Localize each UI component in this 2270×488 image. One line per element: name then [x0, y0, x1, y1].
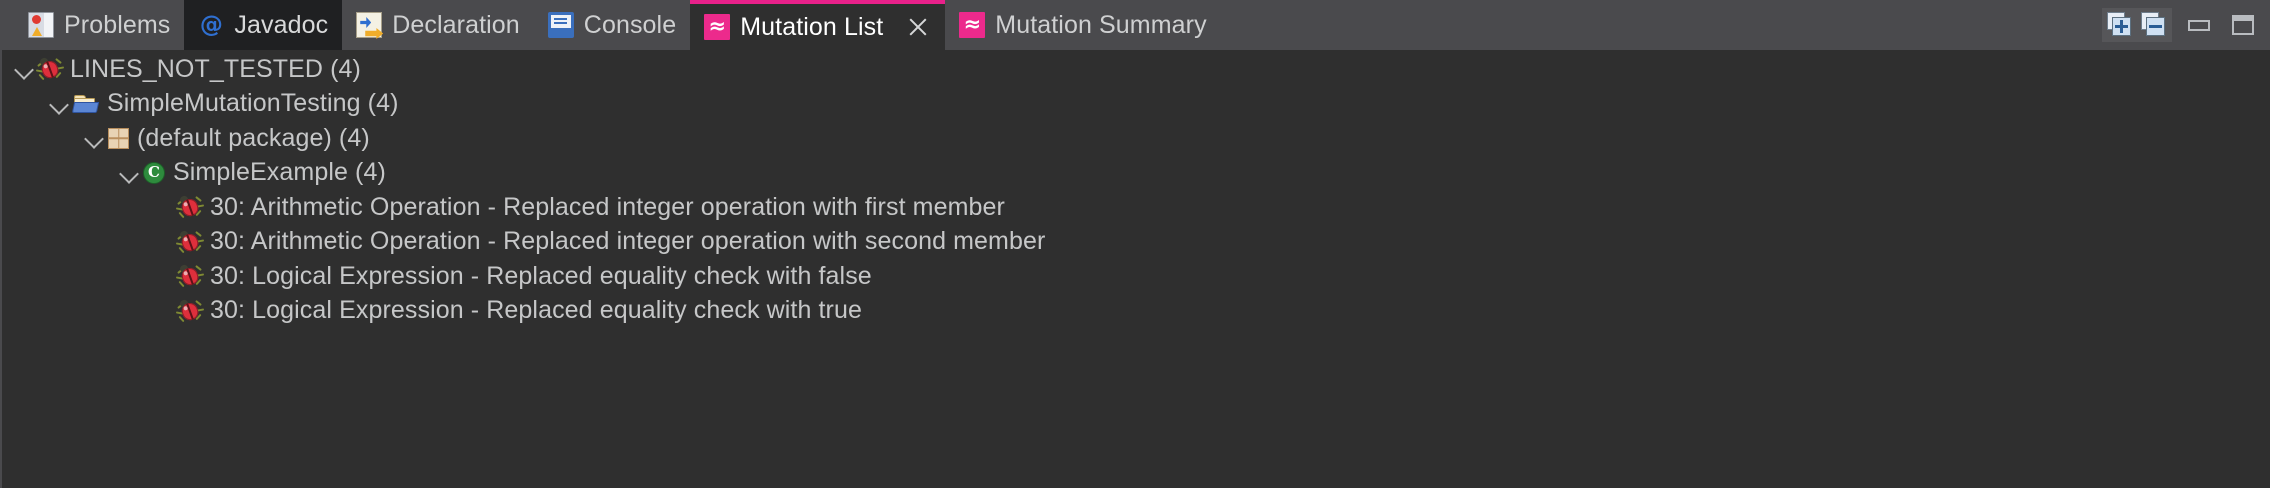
declaration-icon: [356, 12, 383, 38]
tab-javadoc[interactable]: @ Javadoc: [184, 0, 343, 50]
problems-icon: [28, 12, 54, 38]
folder-front: [71, 101, 100, 113]
console-icon: [547, 12, 574, 38]
tab-problems[interactable]: Problems: [14, 0, 184, 50]
tab-label: Console: [583, 10, 677, 39]
tree-leaf-row[interactable]: 30: Arithmetic Operation - Replaced inte…: [2, 225, 2270, 260]
bug-icon: [175, 229, 205, 254]
close-icon[interactable]: [905, 14, 931, 40]
class-icon: C: [143, 161, 165, 184]
tab-label: Problems: [64, 10, 171, 39]
bug-icon: [175, 195, 205, 219]
tree-node-row[interactable]: C SimpleExample (4): [2, 156, 2270, 191]
tab-label: Mutation Summary: [995, 10, 1207, 39]
chevron-down-icon[interactable]: [10, 55, 38, 83]
tree-node-row[interactable]: LINES_NOT_TESTED (4): [2, 52, 2270, 87]
view-toolbar: [2102, 0, 2260, 50]
tree-row-label: LINES_NOT_TESTED (4): [70, 54, 361, 83]
package-icon: [108, 127, 129, 149]
expand-all-icon[interactable]: [2105, 10, 2135, 40]
mutation-icon: ≈: [704, 14, 731, 40]
maximize-icon[interactable]: [2226, 8, 2260, 42]
tree-row-label: (default package) (4): [137, 123, 370, 152]
plus-glyph: [2115, 20, 2128, 33]
bug-icon: [35, 57, 65, 81]
mutation-icon: ≈: [959, 12, 986, 38]
tree-node-row[interactable]: SimpleMutationTesting (4): [2, 87, 2270, 122]
tree-row-label: 30: Logical Expression - Replaced equali…: [210, 296, 862, 325]
mutation-tree[interactable]: LINES_NOT_TESTED (4) SimpleMutationTestin…: [0, 50, 2270, 488]
tab-bar: Problems @ Javadoc Declaration Console ≈ Mutat…: [0, 0, 2270, 50]
tab-mutation-summary[interactable]: ≈ Mutation Summary: [945, 0, 1220, 50]
tab-mutation-list[interactable]: ≈ Mutation List: [690, 0, 946, 50]
tab-label: Declaration: [392, 10, 520, 39]
tree-leaf-row[interactable]: 30: Logical Expression - Replaced equali…: [2, 259, 2270, 294]
tab-declaration[interactable]: Declaration: [342, 0, 534, 50]
tree-row-label: SimpleExample (4): [173, 158, 386, 187]
bug-icon: [175, 298, 205, 323]
tree-node-row[interactable]: (default package) (4): [2, 121, 2270, 156]
tree-leaf-row[interactable]: 30: Arithmetic Operation - Replaced inte…: [2, 190, 2270, 225]
tree-row-label: SimpleMutationTesting (4): [107, 89, 399, 118]
javadoc-icon: @: [199, 12, 223, 38]
tree-row-label: 30: Arithmetic Operation - Replaced inte…: [210, 192, 1005, 221]
folder-icon: [71, 93, 100, 115]
tree-leaf-row[interactable]: 30: Logical Expression - Replaced equali…: [2, 294, 2270, 329]
tab-console[interactable]: Console: [534, 0, 690, 50]
minimize-icon[interactable]: [2182, 8, 2216, 42]
chevron-down-icon[interactable]: [115, 159, 143, 187]
minus-glyph: [2149, 25, 2162, 28]
tree-row-label: 30: Logical Expression - Replaced equali…: [210, 261, 872, 290]
folder-tab: [74, 94, 86, 100]
bug-icon: [175, 264, 205, 288]
collapse-all-icon[interactable]: [2139, 10, 2169, 40]
tree-controls-group: [2102, 8, 2172, 42]
maximize-glyph: [2232, 15, 2254, 35]
tab-label: Javadoc: [234, 10, 329, 39]
chevron-down-icon[interactable]: [45, 90, 73, 118]
minimize-glyph: [2188, 20, 2210, 31]
tree-row-label: 30: Arithmetic Operation - Replaced inte…: [210, 227, 1046, 256]
tab-label: Mutation List: [740, 12, 884, 41]
chevron-down-icon[interactable]: [80, 124, 108, 152]
